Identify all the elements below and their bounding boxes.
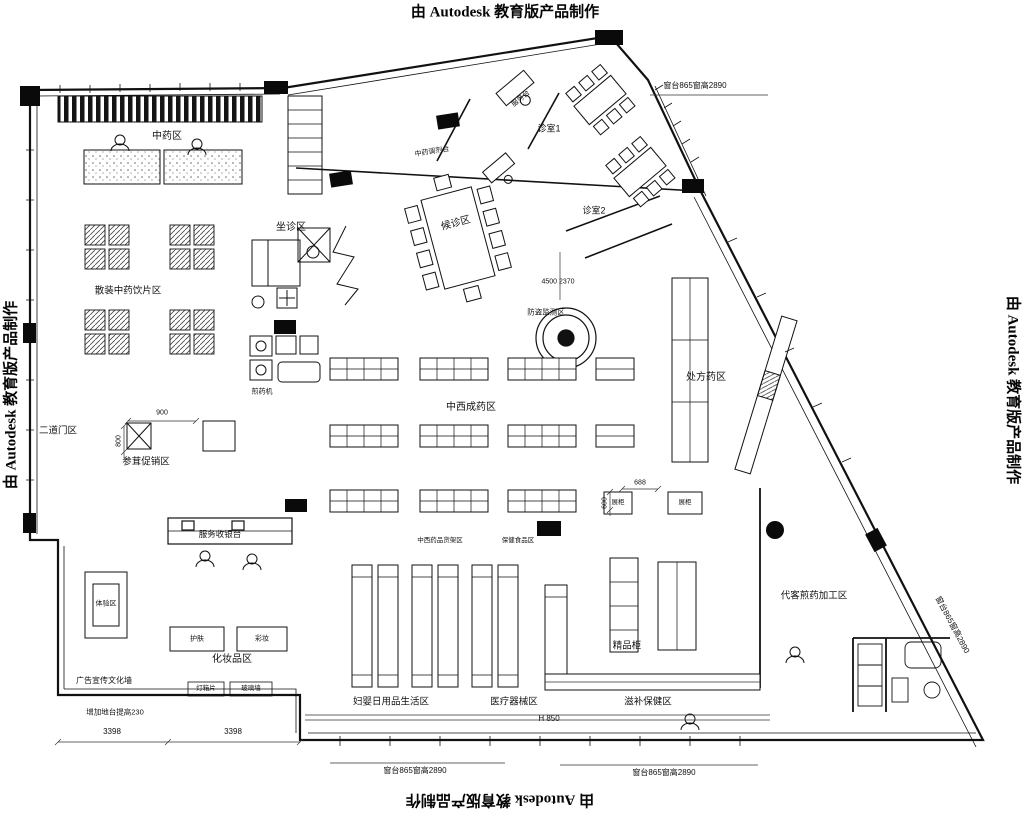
bottom-gondolas (351, 564, 568, 689)
watermark-bottom: 由 Autodesk 教育版产品制作 (405, 791, 595, 808)
watermark-top: 由 Autodesk 教育版产品制作 (410, 4, 600, 21)
ginseng-fixtures (126, 420, 236, 452)
experience-booth (84, 571, 128, 639)
label-clinic-room-1: 诊室1 (537, 123, 561, 134)
service-desk-wing (495, 69, 535, 107)
label-glass-wall: 玻璃墙 (241, 684, 261, 692)
label-decoction-service-area: 代客煎药加工区 (780, 590, 848, 602)
boutique-cabinets (609, 557, 697, 653)
cashier-counter (167, 517, 293, 545)
label-clinic-room-2: 诊室2 (582, 205, 606, 216)
label-otc-medicine-area: 中西成药区 (446, 402, 496, 413)
bottom-window-band (305, 673, 770, 721)
label-experience-booth: 体验区 (95, 600, 117, 608)
label-skincare: 护肤 (190, 635, 204, 643)
window-ticks (26, 83, 852, 746)
utility-room-fixtures (857, 641, 942, 707)
anno-window-bottom-1: 窗台865窗高2890 (383, 766, 447, 775)
cosmetic-counters (169, 626, 288, 652)
zigzag-symbol (332, 225, 359, 306)
structural-columns (20, 30, 887, 553)
label-display-case-2: 展柜 (678, 498, 692, 506)
label-shelf-zone-2: 保健食品区 (501, 536, 535, 544)
label-ginseng-promo-area: 参茸促销区 (122, 456, 170, 468)
label-platform-note: 增加地台提高230 (86, 707, 144, 717)
prescription-shelves (671, 277, 709, 463)
label-prescription-area: 处方药区 (686, 372, 726, 383)
dim-circle: 4500 2370 (541, 278, 575, 286)
bulk-herb-shelves (84, 224, 215, 355)
rotunda-feature (535, 307, 597, 369)
dim-3398-a: 3398 (103, 727, 121, 736)
dim-900: 900 (156, 409, 168, 417)
label-shelf-zone-1: 中西药品货架区 (417, 536, 463, 544)
clinic-table-2 (605, 135, 676, 208)
person-icon (110, 134, 805, 731)
decoction-station (249, 335, 321, 383)
label-security-check-area: 防盗监测区 (527, 307, 565, 317)
dimension-lines (54, 94, 768, 766)
label-bulk-herb-area: 散装中药饮片区 (94, 285, 162, 297)
x-brace-fixture (297, 227, 331, 263)
label-lightbox: 灯箱片 (196, 684, 216, 692)
outer-walls (28, 34, 985, 742)
watermark-right: 由 Autodesk 教育版产品制作 (1004, 295, 1021, 485)
wall-shelf-diagonal (734, 315, 798, 475)
herb-cabinet-grille (57, 95, 263, 123)
label-display-case-1: 展柜 (611, 498, 625, 506)
interior-walls (759, 488, 950, 712)
anno-window-top: 窗台865窗高2890 (663, 81, 727, 90)
dim-h850: H 850 (538, 714, 560, 723)
inner-wall-lines (36, 42, 977, 748)
herb-counters (83, 149, 243, 185)
consult-desk (251, 239, 320, 309)
clinic-table-1 (565, 63, 636, 136)
label-second-door-area: 二道门区 (38, 425, 78, 437)
label-boutique-cabinet: 精品柜 (612, 640, 642, 652)
label-cashier-counter: 服务收银台 (198, 528, 242, 539)
watermark-left: 由 Autodesk 教育版产品制作 (3, 300, 20, 490)
label-mother-baby-area: 妇婴日用品生活区 (352, 696, 430, 708)
dim-600: 600 (601, 497, 609, 509)
clinic1-desk (481, 152, 516, 184)
dim-688: 688 (634, 479, 646, 487)
label-makeup: 彩妆 (255, 635, 269, 643)
label-cosmetics-area: 化妆品区 (212, 654, 252, 665)
label-sitting-clinic-area: 坐诊区 (276, 222, 306, 233)
label-ad-culture-wall: 广告宣传文化墙 (76, 676, 132, 685)
dim-800: 800 (115, 435, 123, 447)
wall-finish-boxes (187, 681, 273, 697)
gondola-shelves (329, 357, 703, 515)
label-herb-area: 中药区 (152, 131, 182, 142)
dim-3398-b: 3398 (224, 727, 242, 736)
waiting-table (404, 173, 512, 303)
label-medical-device-area: 医疗器械区 (490, 696, 538, 708)
anno-window-bottom-2: 窗台865窗高2890 (632, 768, 696, 777)
label-decoction-machine: 煎药机 (251, 388, 273, 396)
wing-shelf (287, 95, 323, 195)
label-health-supplement-area: 滋补保健区 (624, 696, 672, 708)
